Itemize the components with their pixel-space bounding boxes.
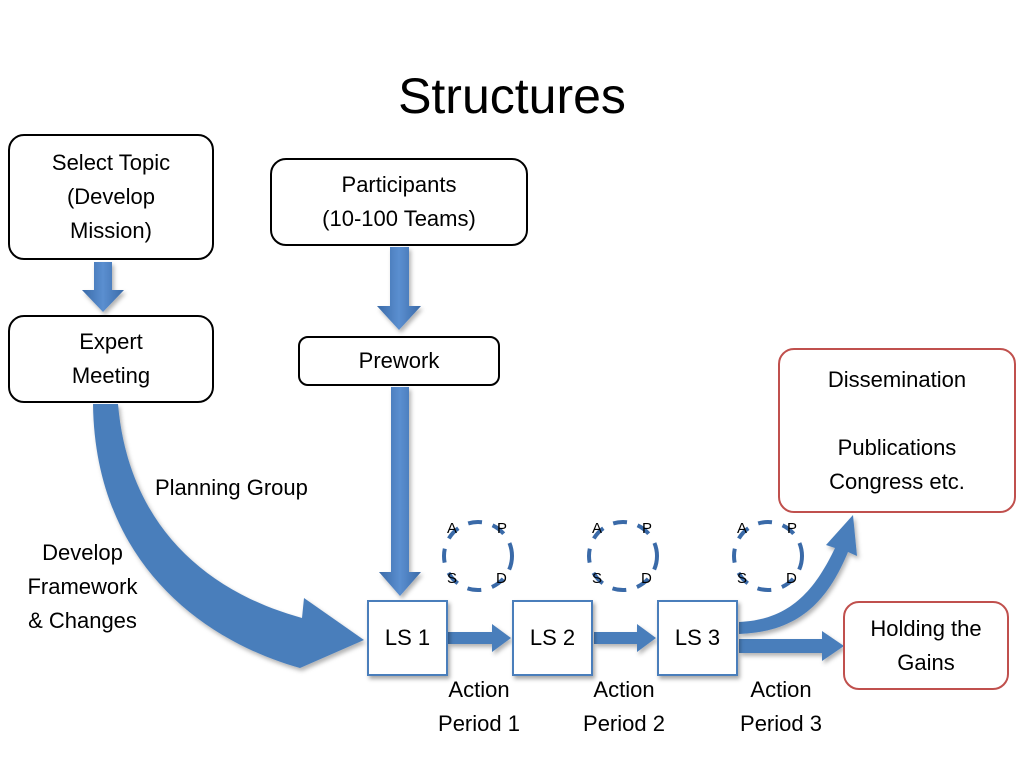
expert-meeting-line-1: Expert bbox=[79, 329, 143, 354]
ap3-line-2: Period 3 bbox=[740, 711, 822, 736]
holding-gains-box: Holding the Gains bbox=[843, 601, 1009, 690]
ap2-line-1: Action bbox=[593, 677, 655, 702]
ls1-label: LS 1 bbox=[384, 625, 431, 650]
pdsa1-d: D bbox=[496, 570, 507, 587]
pdsa2-a: A bbox=[592, 520, 603, 537]
pdsa2-d: D bbox=[641, 570, 652, 587]
participants-line-2: (10-100 Teams) bbox=[322, 206, 476, 231]
pdsa-cycle-1 bbox=[442, 520, 514, 592]
ap1-line-1: Action bbox=[448, 677, 510, 702]
prework-label: Prework bbox=[358, 348, 440, 373]
select-topic-line-1: Select Topic bbox=[51, 150, 171, 175]
pdsa1-a: A bbox=[447, 520, 458, 537]
holding-line-2: Gains bbox=[897, 649, 955, 675]
pdsa3-s: S bbox=[737, 570, 748, 587]
participants-box: Participants (10-100 Teams) bbox=[270, 158, 528, 246]
arrow-topic-to-expert bbox=[82, 262, 124, 312]
arrow-prework-to-ls1 bbox=[379, 387, 421, 596]
action-period-3-label: Action Period 3 bbox=[726, 673, 836, 741]
select-topic-line-3: Mission) bbox=[70, 218, 152, 243]
pdsa3-d: D bbox=[786, 570, 797, 587]
arrow-expert-to-ls1 bbox=[93, 404, 364, 668]
pdsa3-a: A bbox=[737, 520, 748, 537]
ap3-line-1: Action bbox=[750, 677, 812, 702]
pdsa-cycle-3 bbox=[732, 520, 804, 592]
expert-meeting-line-2: Meeting bbox=[71, 363, 151, 388]
ap2-line-2: Period 2 bbox=[583, 711, 665, 736]
arrow-ls3-to-holding bbox=[739, 631, 844, 661]
arrow-participants-to-prework bbox=[377, 247, 421, 330]
ls2-box: LS 2 bbox=[512, 600, 593, 676]
develop-framework-label: Develop Framework & Changes bbox=[10, 536, 155, 638]
select-topic-box: Select Topic (Develop Mission) bbox=[8, 134, 214, 260]
develop-line-1: Develop bbox=[42, 540, 123, 565]
prework-box: Prework bbox=[298, 336, 500, 386]
action-period-2-label: Action Period 2 bbox=[569, 673, 679, 741]
arrow-ls2-to-ls3 bbox=[594, 624, 656, 652]
ls1-box: LS 1 bbox=[367, 600, 448, 676]
pdsa2-s: S bbox=[592, 570, 603, 587]
dissemination-box: Dissemination Publications Congress etc. bbox=[778, 348, 1016, 513]
dissemination-line-1: Dissemination bbox=[827, 366, 967, 392]
arrow-ls1-to-ls2 bbox=[448, 624, 511, 652]
select-topic-line-2: (Develop bbox=[66, 184, 156, 209]
expert-meeting-box: Expert Meeting bbox=[8, 315, 214, 403]
pdsa2-p: P bbox=[642, 520, 653, 537]
ls3-box: LS 3 bbox=[657, 600, 738, 676]
pdsa1-s: S bbox=[447, 570, 458, 587]
holding-line-1: Holding the bbox=[870, 615, 982, 641]
arrow-ls3-to-dissemination bbox=[739, 515, 857, 634]
pdsa-cycle-2 bbox=[587, 520, 659, 592]
dissemination-line-4: Congress etc. bbox=[829, 468, 965, 494]
ls2-label: LS 2 bbox=[529, 625, 576, 650]
action-period-1-label: Action Period 1 bbox=[424, 673, 534, 741]
pdsa1-p: P bbox=[497, 520, 508, 537]
ls3-label: LS 3 bbox=[674, 625, 721, 650]
dissemination-line-3: Publications bbox=[837, 434, 957, 460]
pdsa3-p: P bbox=[787, 520, 798, 537]
page-title: Structures bbox=[398, 68, 626, 124]
participants-line-1: Participants bbox=[341, 172, 457, 197]
develop-line-3: & Changes bbox=[28, 608, 137, 633]
planning-group-label: Planning Group bbox=[155, 475, 308, 500]
ap1-line-2: Period 1 bbox=[438, 711, 520, 736]
develop-line-2: Framework bbox=[27, 574, 138, 599]
